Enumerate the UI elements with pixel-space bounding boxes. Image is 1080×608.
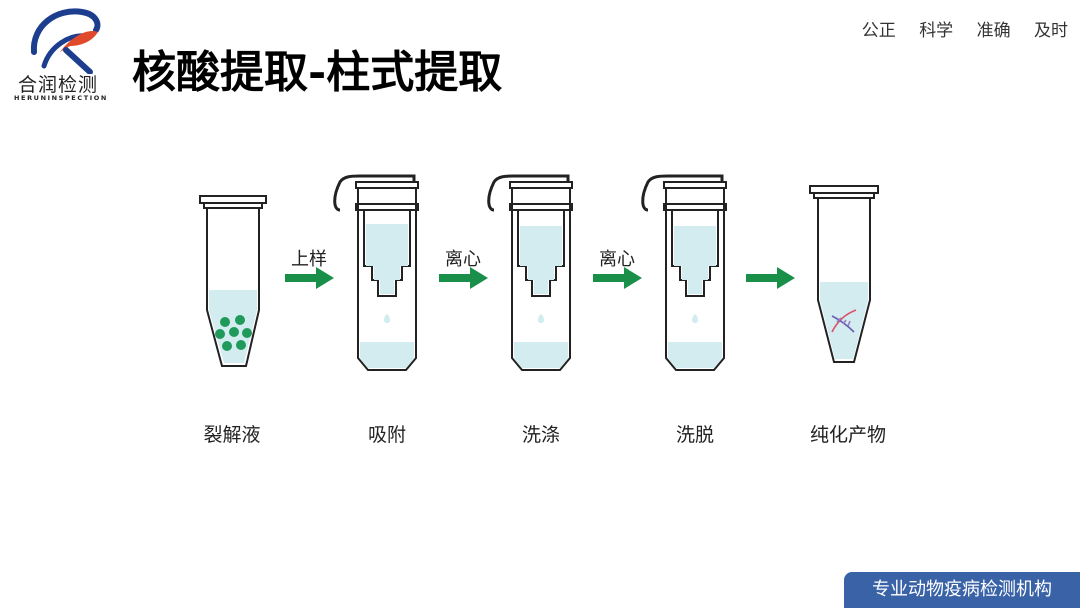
logo-name-en: HERUNINSPECTION <box>14 94 108 102</box>
extraction-diagram: 上样 离心 离心 裂解液 吸附 洗涤 洗脱 纯化产物 <box>180 170 900 460</box>
motto-word: 及时 <box>1034 21 1068 41</box>
step-label-binding: 吸附 <box>367 424 406 446</box>
footer-banner: 专业动物疫病检测机构 <box>844 572 1080 608</box>
process-illustration <box>199 174 879 371</box>
arrow-icon <box>593 267 642 289</box>
logo-name-cn: 合润检测 <box>18 74 99 96</box>
elution-column-icon <box>641 174 727 371</box>
company-logo: 合润检测 HERUNINSPECTION <box>14 6 114 102</box>
dna-icon <box>831 309 857 333</box>
motto-word: 科学 <box>919 21 954 41</box>
binding-column-icon <box>333 174 419 371</box>
arrow-icon <box>285 267 334 289</box>
arrow-icon <box>439 267 488 289</box>
step-label-elution: 洗脱 <box>675 424 714 446</box>
arrow-icon <box>746 267 795 289</box>
logo-mark-icon <box>30 8 101 74</box>
step-label-lysis: 裂解液 <box>203 424 261 446</box>
lysis-tube-icon <box>199 195 267 367</box>
step-label-wash: 洗涤 <box>521 424 560 446</box>
wash-column-icon <box>487 174 573 371</box>
motto-word: 公正 <box>861 21 896 41</box>
step-label-product: 纯化产物 <box>809 424 886 446</box>
purified-product-tube-icon <box>809 185 879 363</box>
motto-word: 准确 <box>976 21 1011 41</box>
arrow-label-centrifuge: 离心 <box>445 249 481 270</box>
page-title: 核酸提取-柱式提取 <box>132 47 503 98</box>
arrow-label-load: 上样 <box>291 249 327 270</box>
arrow-label-centrifuge: 离心 <box>599 249 635 270</box>
company-motto: 公正 科学 准确 及时 <box>854 16 1068 41</box>
